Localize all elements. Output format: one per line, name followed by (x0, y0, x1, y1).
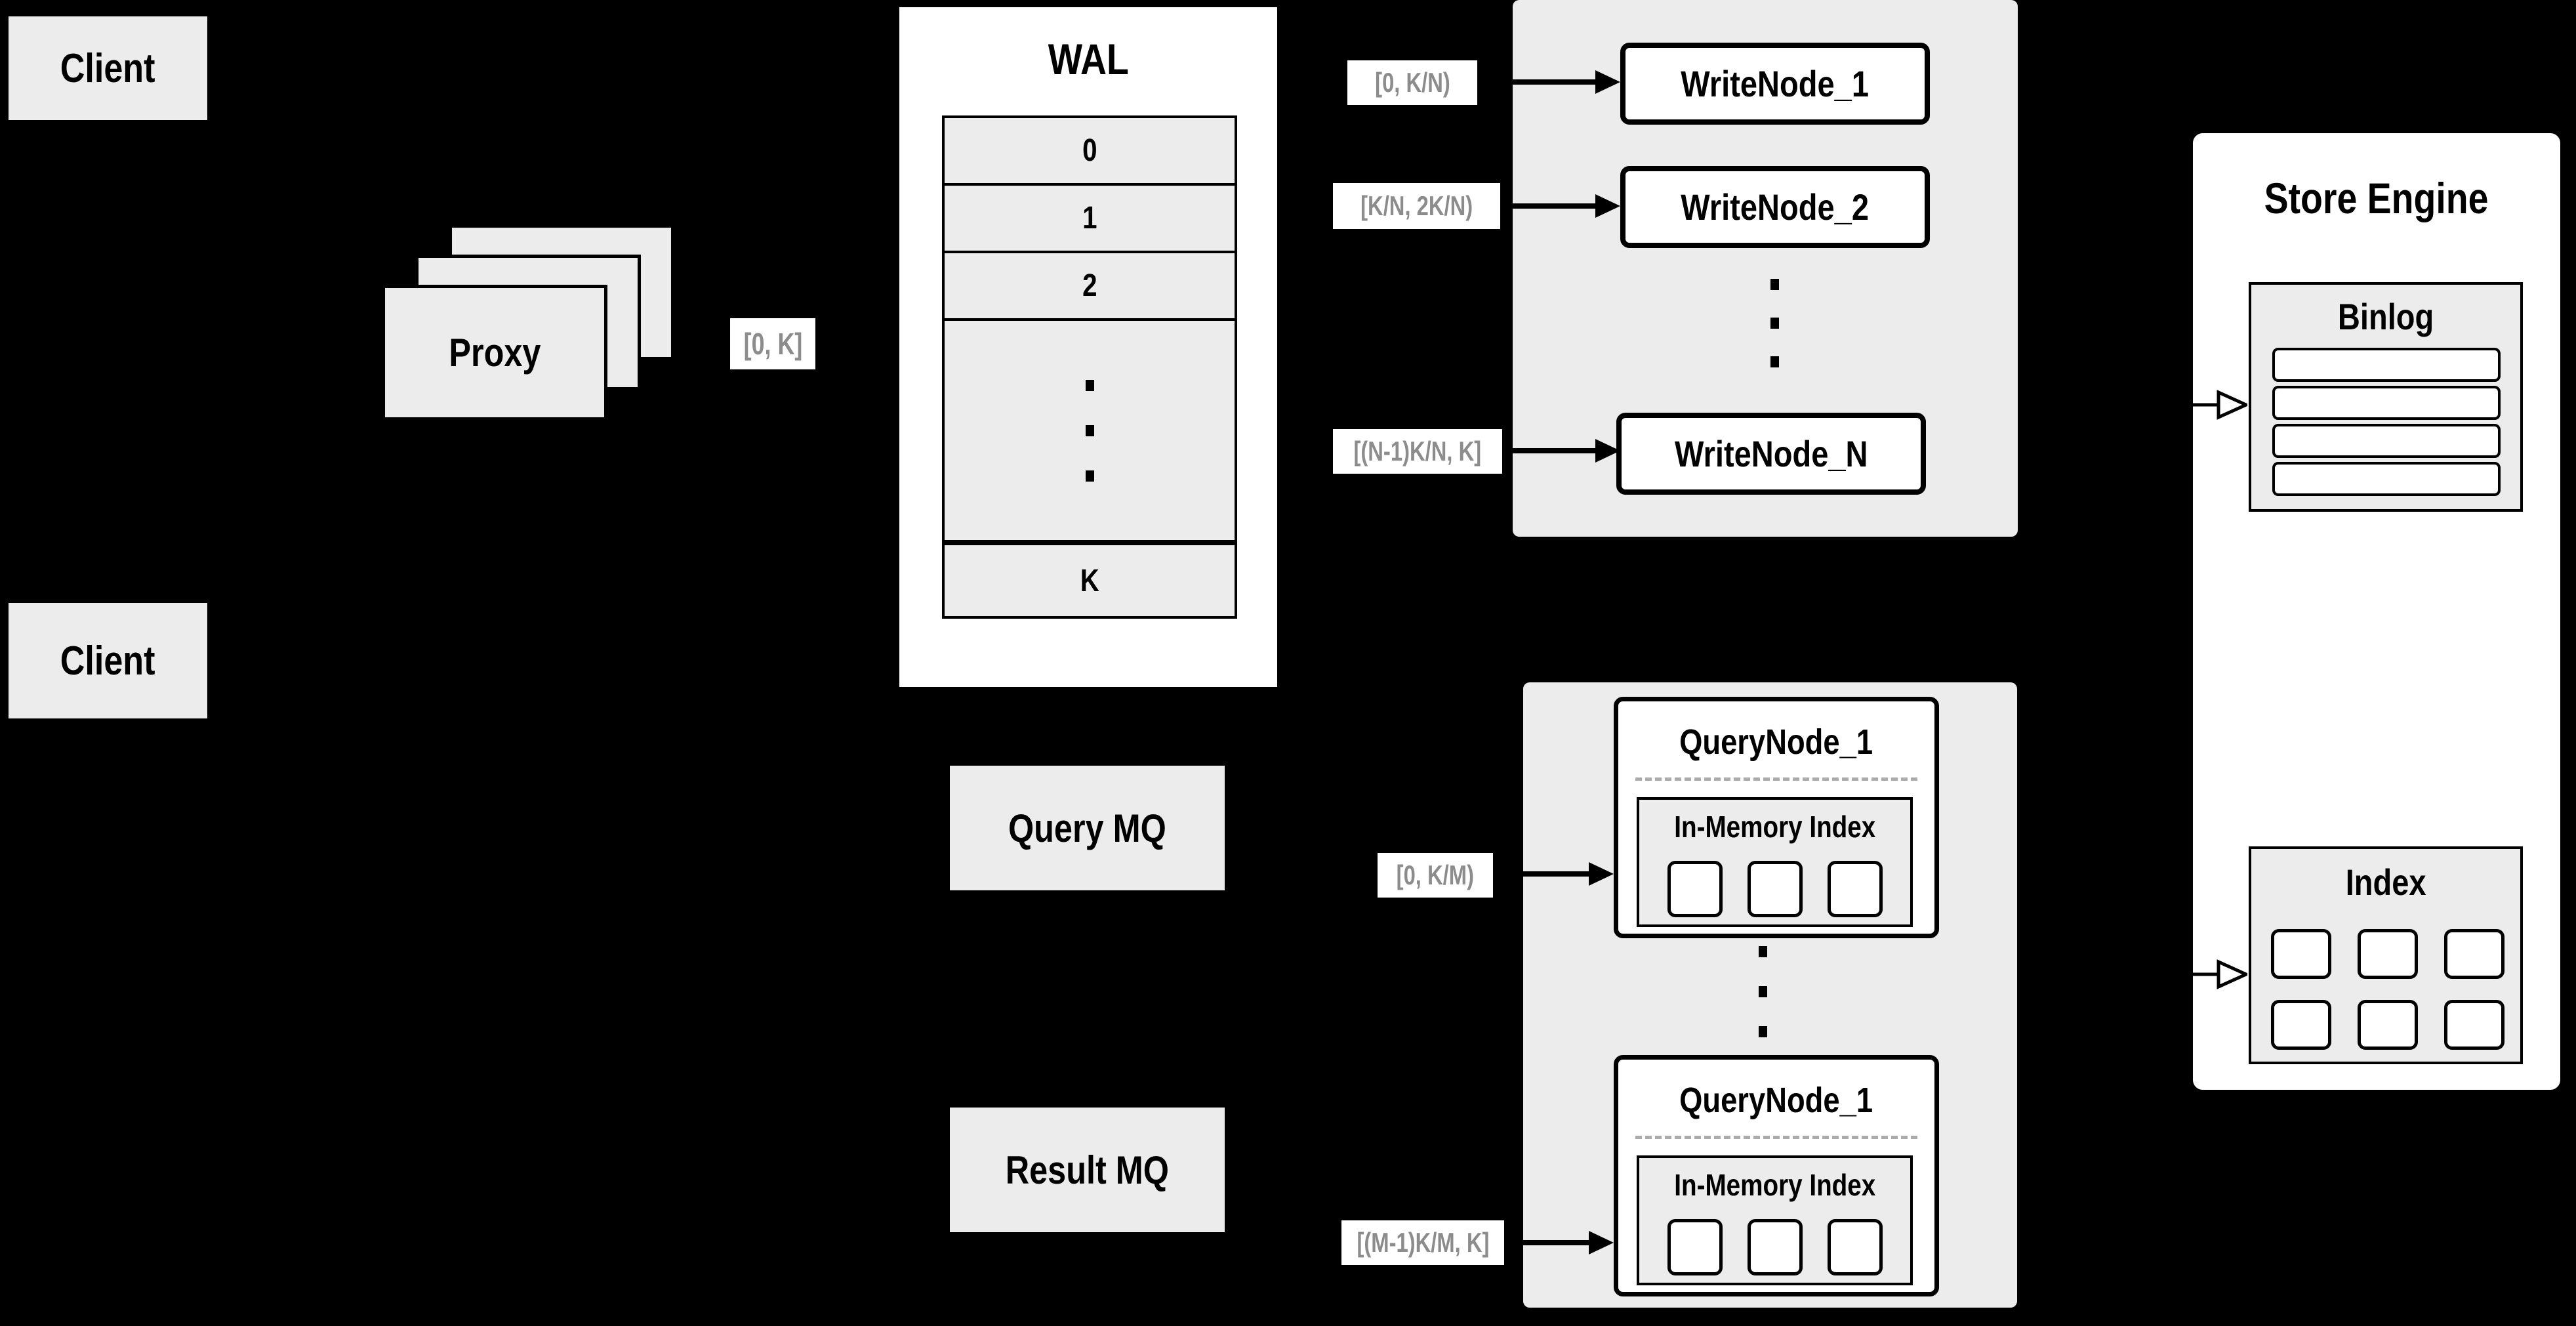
range-label-write-1: [0, K/N) (1347, 60, 1477, 105)
index-square (2444, 929, 2504, 979)
binlog-title: Binlog (2337, 295, 2434, 337)
index-square (2271, 929, 2331, 979)
binlog-row (2272, 462, 2501, 496)
vertical-ellipsis-icon (1085, 379, 1094, 482)
client-bottom-label: Client (60, 638, 155, 684)
querynode-top-title-wrap: QueryNode_1 (1679, 722, 1873, 762)
arrow-to-querynode-m (1505, 1231, 1614, 1254)
index-square (2358, 1000, 2418, 1050)
wal-row-1: 1 (942, 183, 1237, 253)
wal-title-wrap: WAL (896, 26, 1280, 92)
client-box-top: Client (7, 14, 209, 122)
inmemory-segments-top (1639, 860, 1910, 918)
index-square (2358, 929, 2418, 979)
wal-row-2: 2 (942, 251, 1237, 321)
arrow-to-querynode-1 (1494, 862, 1614, 886)
client-top-label: Client (60, 45, 155, 91)
wal-table: 0 1 2 K (942, 115, 1237, 619)
index-box: Index (2249, 846, 2523, 1064)
wal-row-k: K (942, 540, 1237, 619)
store-engine-title-wrap: Store Engine (2190, 165, 2564, 231)
segment-square (1747, 1219, 1803, 1275)
wal-row-0: 0 (942, 115, 1237, 186)
range-label-write-2: [K/N, 2K/N) (1333, 183, 1500, 229)
segment-square (1827, 1219, 1883, 1275)
index-square (2444, 1000, 2504, 1050)
index-segments (2271, 929, 2504, 1050)
inmemory-index-title-bottom: In-Memory Index (1673, 1168, 1876, 1202)
querynode-bottom-inmemory-box: In-Memory Index (1637, 1155, 1913, 1285)
binlog-row (2272, 348, 2501, 382)
result-mq-box: Result MQ (947, 1105, 1227, 1235)
querynode-top-box: QueryNode_1 In-Memory Index (1614, 697, 1939, 938)
proxy-box-front: Proxy (382, 285, 607, 421)
index-square (2271, 1000, 2331, 1050)
store-engine-title: Store Engine (2264, 174, 2489, 222)
segment-square (1667, 861, 1723, 917)
querynode-bottom-title-wrap: QueryNode_1 (1679, 1081, 1873, 1120)
writenode-ellipsis-icon (1770, 279, 1779, 367)
binlog-row (2272, 386, 2501, 420)
wal-title: WAL (1048, 35, 1129, 83)
arrow-to-writenode-n (1503, 439, 1620, 463)
inmemory-index-title-top: In-Memory Index (1673, 810, 1876, 844)
writenode-1-box: WriteNode_1 (1620, 43, 1930, 125)
binlog-row (2272, 424, 2501, 458)
querynode-top-inmemory-box: In-Memory Index (1637, 797, 1913, 927)
arrow-to-index (2146, 959, 2247, 989)
writenode-2-box: WriteNode_2 (1620, 166, 1930, 248)
querynode-bottom-dashed-separator (1635, 1136, 1917, 1139)
proxy-label: Proxy (448, 331, 541, 375)
arrow-to-writenode-2 (1502, 194, 1620, 218)
index-title: Index (2345, 861, 2426, 903)
arrow-to-binlog (2146, 390, 2247, 420)
range-label-query-m: [(M-1)K/M, K] (1341, 1220, 1504, 1265)
range-label-query-1: [0, K/M) (1378, 853, 1493, 898)
range-label-write-n: [(N-1)K/N, K] (1333, 429, 1502, 474)
segment-square (1667, 1219, 1723, 1275)
client-box-bottom: Client (7, 601, 209, 720)
querynode-bottom-box: QueryNode_1 In-Memory Index (1614, 1055, 1939, 1296)
query-mq-box: Query MQ (947, 763, 1227, 893)
inmemory-segments-bottom (1639, 1218, 1910, 1276)
range-label-proxy-wal: [0, K] (730, 318, 815, 369)
wal-row-ellipsis (942, 318, 1237, 543)
segment-square (1747, 861, 1803, 917)
binlog-box: Binlog (2249, 282, 2523, 512)
querynode-top-dashed-separator (1635, 777, 1917, 781)
querynode-ellipsis-icon (1759, 946, 1767, 1037)
writenode-n-box: WriteNode_N (1616, 413, 1926, 495)
segment-square (1827, 861, 1883, 917)
arrow-to-writenode-1 (1479, 70, 1620, 94)
